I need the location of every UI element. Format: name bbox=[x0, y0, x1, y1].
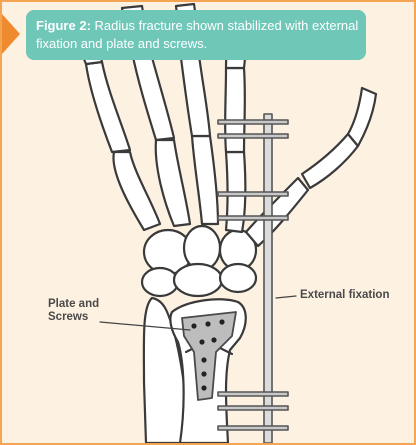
screw bbox=[199, 339, 205, 345]
screw bbox=[219, 319, 225, 325]
screw bbox=[191, 323, 197, 329]
screw bbox=[211, 337, 217, 343]
fixator-pin bbox=[217, 405, 289, 411]
leader-line-fixation bbox=[275, 295, 297, 299]
fixator-pin bbox=[217, 191, 289, 197]
screw-heads bbox=[191, 319, 225, 391]
plate-screws-label: Plate and Screws bbox=[48, 298, 99, 324]
caption-text: Figure 2: Radius fracture shown stabiliz… bbox=[36, 17, 361, 53]
metacarpal-bone bbox=[154, 138, 192, 228]
carpal-bone bbox=[218, 262, 258, 294]
screw bbox=[205, 321, 211, 327]
fixator-pin bbox=[217, 391, 289, 397]
carpal-bone bbox=[172, 262, 224, 298]
phalanx-bone bbox=[224, 66, 246, 154]
fixator-rod bbox=[263, 113, 273, 443]
plate-screws-label-line1: Plate and bbox=[48, 298, 100, 310]
fixator-pin bbox=[217, 133, 289, 139]
screw bbox=[201, 385, 207, 391]
figure-label: Figure 2: bbox=[36, 18, 91, 33]
figure-caption: Radius fracture shown stabilized with ex… bbox=[36, 18, 359, 51]
metacarpal-bone bbox=[112, 150, 162, 232]
fixator-pin bbox=[217, 215, 289, 221]
phalanx-bone bbox=[178, 46, 212, 138]
thumb-phalanx bbox=[300, 132, 360, 190]
phalanx-bone bbox=[84, 60, 132, 154]
external-fixator bbox=[217, 113, 289, 443]
phalanx-bone bbox=[130, 48, 176, 142]
metacarpal-bone bbox=[190, 134, 220, 226]
plate-screws-label-line2: Screws bbox=[48, 311, 89, 323]
screw bbox=[201, 357, 207, 363]
caption-box: Figure 2: Radius fracture shown stabiliz… bbox=[26, 10, 366, 60]
leader-line-plate bbox=[99, 321, 191, 331]
bone-plate bbox=[181, 311, 237, 401]
fixator-pin bbox=[217, 425, 289, 431]
arrow-marker-icon bbox=[2, 14, 20, 54]
external-fixation-label: External fixation bbox=[300, 289, 390, 301]
thumb-distal-phalanx bbox=[346, 86, 378, 148]
screw bbox=[201, 371, 207, 377]
thumb-metacarpal bbox=[244, 176, 310, 248]
carpal-bone bbox=[140, 266, 180, 298]
fixator-pin bbox=[217, 119, 289, 125]
